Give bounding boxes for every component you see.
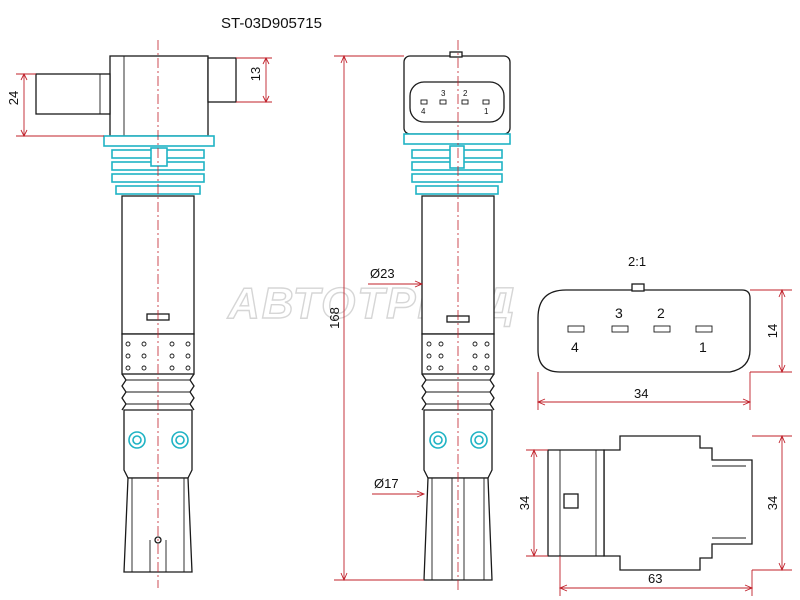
side-seal-key xyxy=(150,147,168,167)
side-head xyxy=(109,55,209,137)
dim-bottom-plug-height: 34 xyxy=(517,496,532,510)
front-seal-rib-3 xyxy=(411,173,503,183)
side-seal-top xyxy=(103,135,215,147)
front-clip-left xyxy=(429,431,447,449)
part-number-title: ST-03D905715 xyxy=(221,15,322,32)
connector-detail: 4 3 2 1 xyxy=(537,283,751,373)
housing-latch xyxy=(563,493,579,509)
large-pin-3: 3 xyxy=(615,305,623,321)
dim-bottom-housing-height: 34 xyxy=(765,496,780,510)
dim-overall-length: 168 xyxy=(327,307,342,329)
front-plug xyxy=(409,81,505,123)
small-pin-2: 2 xyxy=(463,89,468,98)
side-tab xyxy=(207,57,237,103)
front-head-key xyxy=(449,51,463,58)
front-seal-key xyxy=(449,145,465,169)
front-seal-rib-4 xyxy=(415,185,499,195)
housing-body xyxy=(603,435,753,571)
side-dimensions xyxy=(16,56,272,138)
connector-key xyxy=(631,283,645,292)
dim-connector-tab: 13 xyxy=(248,67,263,81)
small-pin-3: 3 xyxy=(441,89,446,98)
dim-connector-height: 24 xyxy=(6,91,21,105)
side-clip-right xyxy=(171,431,189,449)
connector-dimensions xyxy=(536,288,792,410)
small-pin-4: 4 xyxy=(421,107,426,116)
large-pin-2: 2 xyxy=(657,305,665,321)
housing-dimensions xyxy=(526,434,792,596)
dim-plug-height: 14 xyxy=(765,324,780,338)
front-dimensions xyxy=(334,54,426,582)
scale-label: 2:1 xyxy=(628,254,646,269)
front-perforations xyxy=(426,341,490,371)
side-connector xyxy=(35,73,111,115)
side-clip-left xyxy=(128,431,146,449)
housing-view xyxy=(547,435,753,571)
dim-bottom-housing-width: 63 xyxy=(648,571,662,586)
side-tip xyxy=(123,477,193,573)
front-plug-pins xyxy=(420,99,490,105)
front-clip-right xyxy=(470,431,488,449)
connector-pins xyxy=(567,325,713,333)
front-seal-top xyxy=(403,133,511,145)
connector-outline xyxy=(537,289,751,373)
side-perforations xyxy=(125,341,191,371)
large-pin-4: 4 xyxy=(571,339,579,355)
side-view xyxy=(35,40,237,588)
large-pin-1: 1 xyxy=(699,339,707,355)
dim-lower-diameter: Ø17 xyxy=(374,476,399,491)
front-view: 4 3 2 1 xyxy=(403,40,511,592)
dim-upper-diameter: Ø23 xyxy=(370,266,395,281)
small-pin-1: 1 xyxy=(484,107,489,116)
dim-plug-width: 34 xyxy=(634,386,648,401)
